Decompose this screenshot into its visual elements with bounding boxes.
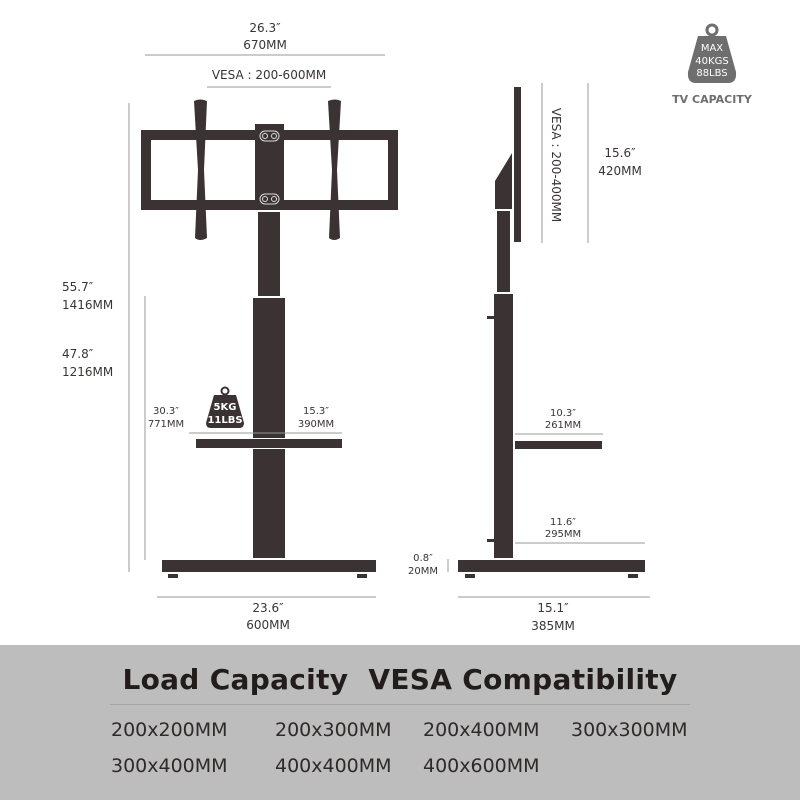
left-mount-arm (194, 99, 207, 240)
overall-width-inches: 26.3″ (249, 21, 281, 35)
vesa-size: 200x300MM (275, 719, 392, 741)
vesa-size: 400x400MM (275, 755, 392, 777)
base-offset-mm: 295MM (545, 529, 581, 540)
tv-capacity-badge: MAX 40KGS 88LBS TV CAPACITY (672, 23, 753, 106)
side-view: VESA : 200-400MM 15.6″ 420MM 10.3″ 261MM… (408, 83, 650, 633)
foot (628, 574, 638, 578)
shelf-depth-mm: 261MM (545, 420, 581, 431)
overall-height-mm: 1416MM (62, 298, 113, 312)
shelf-side (515, 441, 602, 449)
base-thickness-inches: 0.8″ (413, 553, 433, 564)
vesa-range-front: VESA : 200-600MM (212, 68, 326, 82)
foot (357, 574, 367, 578)
base-width-inches: 23.6″ (252, 601, 284, 615)
vesa-size: 200x200MM (111, 719, 228, 741)
bracket-height-inches: 15.6″ (604, 146, 636, 160)
base-side (458, 560, 645, 572)
lower-column (253, 298, 285, 438)
center-mount-plate (255, 124, 284, 210)
shelf-front (196, 439, 342, 448)
height-knob (487, 316, 494, 319)
bolt-holes (259, 130, 280, 205)
shelf-width-inches: 15.3″ (303, 406, 329, 417)
min-height-mm: 1216MM (62, 365, 113, 379)
bracket-side (495, 153, 512, 209)
shelf-weight-icon: 5KG 11LBS (206, 386, 244, 428)
tv-panel-side (514, 87, 521, 242)
lower-column-side (494, 294, 513, 558)
foot (168, 574, 178, 578)
tv-capacity-kg: 40KGS (695, 56, 728, 67)
shelf-height-mm: 771MM (148, 419, 184, 430)
base-depth-inches: 15.1″ (537, 601, 569, 615)
shelf-height-inches: 30.3″ (153, 406, 179, 417)
weight-icon (687, 36, 737, 83)
base-thickness-mm: 20MM (408, 566, 438, 577)
foot (465, 574, 475, 578)
shelf-load-lbs: 11LBS (207, 415, 242, 426)
title-divider (110, 704, 690, 705)
upper-column-side (497, 211, 510, 292)
vesa-size: 300x400MM (111, 755, 228, 777)
vesa-compatibility-band: Load Capacity VESA Compatibility 200x200… (0, 645, 800, 800)
tv-capacity-lbs: 88LBS (696, 68, 727, 79)
min-height-inches: 47.8″ (62, 347, 94, 361)
base-column (253, 449, 285, 558)
shelf-width-mm: 390MM (298, 419, 334, 430)
vesa-size: 300x300MM (571, 719, 688, 741)
right-mount-arm (328, 99, 341, 240)
vesa-size: 400x600MM (423, 755, 540, 777)
vesa-size: 200x400MM (423, 719, 540, 741)
height-knob (487, 539, 494, 542)
shelf-load-kg: 5KG (214, 402, 237, 413)
upper-column (258, 212, 280, 296)
base-width-mm: 600MM (246, 618, 290, 632)
tv-capacity-label: TV CAPACITY (672, 93, 753, 106)
overall-width-mm: 670MM (243, 38, 287, 52)
bracket-height-mm: 420MM (598, 164, 642, 178)
dimension-drawing: 26.3″ 670MM VESA : 200-600MM 55.7″ 1416M… (62, 21, 753, 633)
base-depth-mm: 385MM (531, 619, 575, 633)
base-front (162, 560, 376, 572)
compatibility-title: Load Capacity VESA Compatibility (122, 663, 678, 696)
front-view: 26.3″ 670MM VESA : 200-600MM 55.7″ 1416M… (62, 21, 398, 632)
vesa-range-side: VESA : 200-400MM (549, 108, 563, 222)
base-offset-inches: 11.6″ (550, 517, 576, 528)
shelf-depth-inches: 10.3″ (550, 408, 576, 419)
overall-height-inches: 55.7″ (62, 280, 94, 294)
tv-capacity-max: MAX (701, 43, 723, 54)
